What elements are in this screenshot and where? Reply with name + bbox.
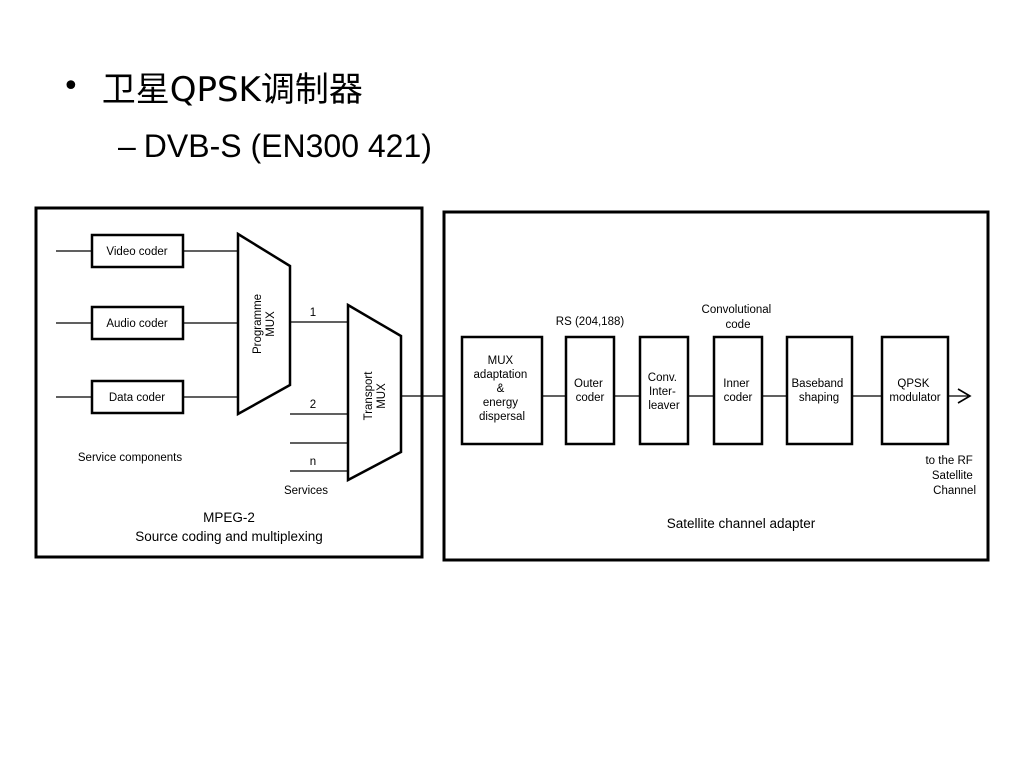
programme-mux-line2: MUX [265, 311, 277, 337]
transport-mux-line1: Transport [363, 371, 375, 421]
output-label: to the RF Satellite Channel [925, 455, 976, 497]
output-arrow [957, 388, 972, 404]
outer-coder-label: Outer coder [574, 378, 606, 404]
sub-bullet-text: DVB-S (EN300 421) [143, 128, 432, 164]
outer-coder-box [564, 335, 616, 446]
transport-mux-label: TransportMUX [363, 371, 388, 421]
mux-adaptation-label: MUX adaptation & energy dispersal [474, 355, 531, 423]
baseband-shaping-box [785, 335, 854, 446]
convolutional-label: Convolutional code [702, 304, 775, 331]
baseband-shaping-label: Baseband shaping [792, 378, 847, 404]
service-components-label: Service components [78, 452, 182, 464]
bullet-dot: • [62, 69, 80, 104]
conv-interleaver-label: Conv. Inter- leaver [648, 372, 680, 412]
video-coder-label: Video coder [106, 246, 167, 258]
mux-adaptation-box [460, 335, 544, 446]
source-coding-caption: Source coding and multiplexing [135, 529, 323, 544]
data-coder-label: Data coder [109, 392, 165, 404]
conv-interleaver-box [638, 335, 690, 446]
bullet-item: • 卫星QPSK调制器 [62, 62, 363, 111]
audio-coder-label: Audio coder [106, 318, 168, 330]
bullet-title: 卫星QPSK调制器 [101, 70, 363, 110]
transport-mux-line2: MUX [376, 383, 388, 409]
rs-label: RS (204,188) [556, 316, 625, 328]
transport-mux-shape [346, 302, 403, 483]
programme-mux-shape [236, 231, 292, 417]
sub-bullet-dash: – [118, 128, 136, 164]
input-label-2: 2 [310, 399, 316, 411]
sub-bullet-item: –DVB-S (EN300 421) [118, 128, 432, 165]
inner-coder-label: Inner coder [723, 378, 752, 404]
input-label-n: n [310, 456, 316, 468]
mpeg2-caption: MPEG-2 [203, 510, 255, 525]
inner-coder-box [712, 335, 764, 446]
qpsk-modulator-label: QPSK modulator [889, 378, 940, 404]
services-label: Services [284, 485, 328, 497]
channel-adapter-caption: Satellite channel adapter [667, 516, 816, 531]
programme-mux-line1: Programme [252, 294, 264, 354]
programme-mux-label: ProgrammeMUX [252, 294, 277, 354]
input-label-1: 1 [310, 307, 316, 319]
qpsk-modulator-box [880, 335, 950, 446]
